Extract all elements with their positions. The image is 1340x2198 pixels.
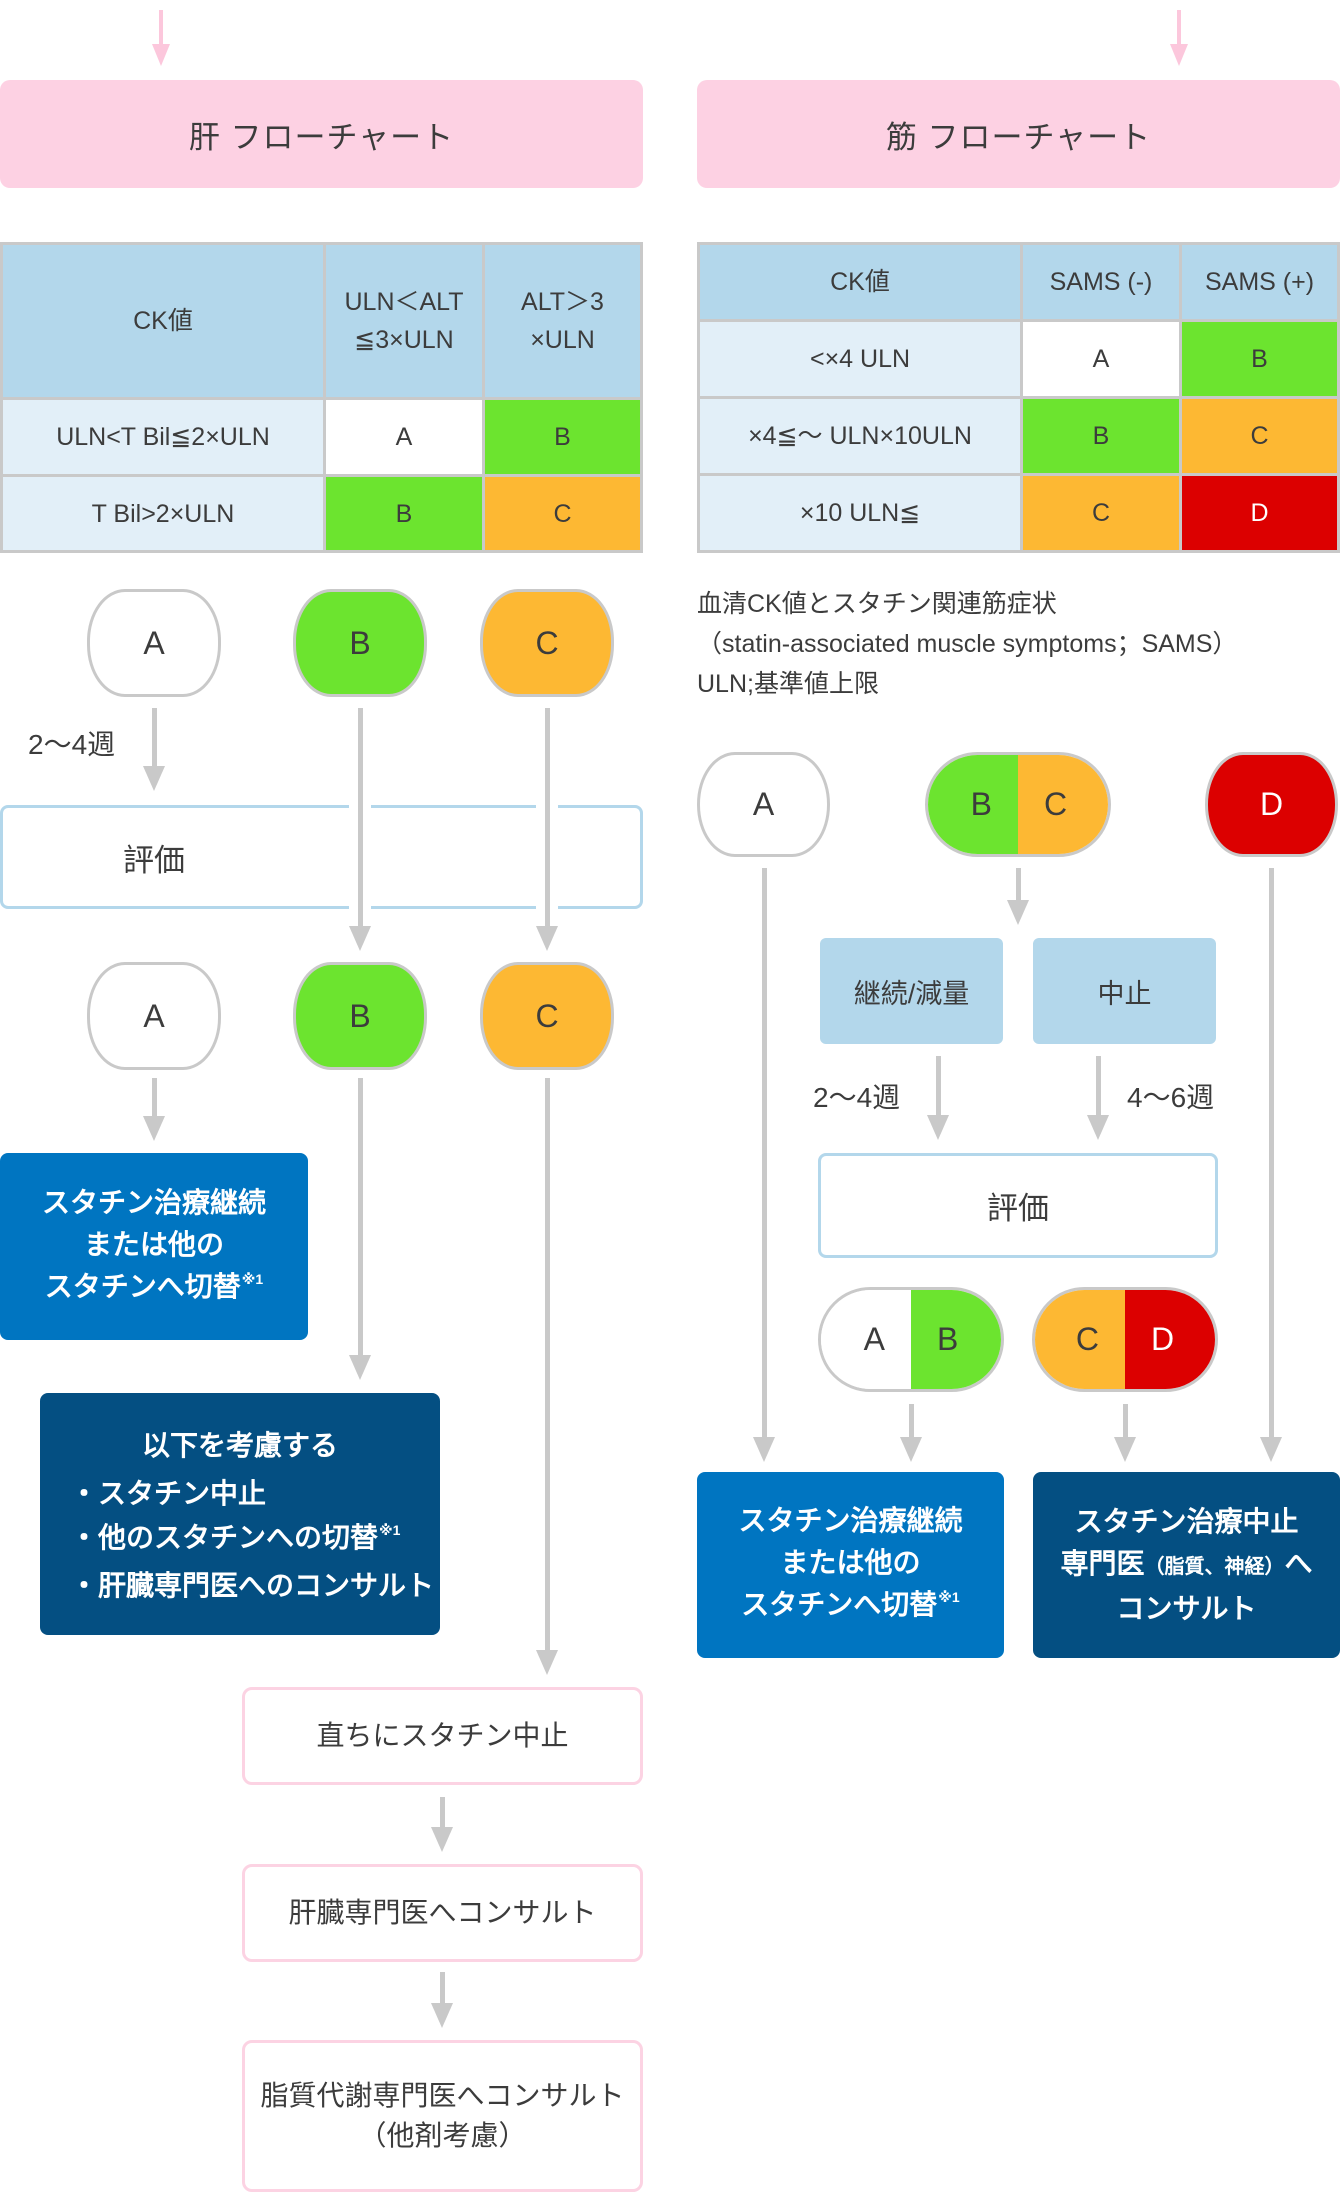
outcome-line: コンサルト [1116, 1592, 1257, 1624]
table-grade-cell: C [1182, 399, 1337, 473]
table-grade-cell: C [485, 477, 640, 550]
table-grade-cell: D [1182, 476, 1337, 550]
table-header-alt-high: ALT＞3 ×ULN [485, 245, 640, 397]
pill-half-b: B [928, 755, 1018, 854]
table-grade-cell: C [1023, 476, 1179, 550]
muscle-continue-statin-box: スタチン治療継続 または他の スタチンへ切替※1 [697, 1472, 1004, 1658]
consider-item: ・肝臓専門医へのコンサルト [70, 1564, 434, 1608]
consider-item: ・スタチン中止 [70, 1472, 434, 1516]
muscle-interval-label-discontinue: 4〜6週 [1127, 1082, 1215, 1113]
outcome-line: スタチンへ切替※1 [45, 1266, 263, 1312]
table-row-label: <×4 ULN [700, 322, 1020, 396]
liver-evaluation-box: 評価 [0, 805, 643, 909]
liver-reassessed-c-pill: C [480, 962, 614, 1070]
muscle-grade-a-pill: A [697, 752, 830, 857]
table-grade-cell: B [1023, 399, 1179, 473]
liver-grade-b-pill: B [293, 589, 427, 697]
liver-consider-box: 以下を考慮する ・スタチン中止 ・他のスタチンへの切替※1 ・肝臓専門医へのコン… [40, 1393, 440, 1635]
liver-grade-a-pill: A [87, 589, 221, 697]
consider-item-text: ・スタチン中止 [70, 1478, 267, 1509]
pill-half-c: C [1018, 755, 1108, 854]
outcome-line-text: スタチンへ切替 [741, 1589, 938, 1620]
step-line: 脂質代謝専門医へコンサルト [260, 2080, 625, 2111]
step-line: （他剤考慮） [358, 2120, 527, 2151]
consider-item-text: ・他のスタチンへの切替 [70, 1522, 379, 1553]
muscle-grade-table: CK値 SAMS (-) SAMS (+) <×4 ULN A B ×4≦〜 U… [697, 242, 1340, 553]
table-row-label: ULN<T Bil≦2×ULN [3, 400, 323, 474]
pill-half-b: B [911, 1290, 1001, 1389]
muscle-evaluation-box: 評価 [818, 1153, 1218, 1258]
muscle-stop-statin-box: スタチン治療中止 専門医（脂質、神経）へ コンサルト [1033, 1472, 1340, 1658]
pill-half-d: D [1125, 1290, 1215, 1389]
muscle-grade-d-pill: D [1205, 752, 1338, 857]
outcome-line-text: へ [1284, 1547, 1313, 1579]
legend-line: （statin-associated muscle symptoms；SAMS） [697, 630, 1238, 658]
outcome-line: または他の [83, 1228, 224, 1260]
action-continue-reduce: 継続/減量 [820, 938, 1003, 1044]
outcome-line: スタチンへ切替※1 [741, 1584, 959, 1630]
liver-step-lipid-specialist-consult: 脂質代謝専門医へコンサルト （他剤考慮） [242, 2040, 643, 2192]
table-grade-cell: A [1023, 322, 1179, 396]
muscle-grade-bc-pill: B C [925, 752, 1111, 857]
table-grade-cell: B [1182, 322, 1337, 396]
outcome-line: スタチン治療継続 [738, 1505, 963, 1536]
liver-reassessed-a-pill: A [87, 962, 221, 1070]
liver-interval-label: 2〜4週 [28, 729, 116, 760]
outcome-line: スタチン治療継続 [41, 1186, 266, 1218]
muscle-grade-cd-pill: C D [1032, 1287, 1218, 1392]
legend-line: 血清CK値とスタチン関連筋症状 [697, 590, 1057, 618]
consider-item-text: ・肝臓専門医へのコンサルト [70, 1570, 435, 1601]
action-discontinue: 中止 [1033, 938, 1216, 1044]
table-grade-cell: B [485, 400, 640, 474]
table-header-sams-negative: SAMS (-) [1023, 245, 1179, 319]
outcome-line-text: スタチンへ切替 [44, 1270, 241, 1302]
outcome-line: 専門医（脂質、神経）へ [1060, 1543, 1312, 1588]
header-line: ULN＜ALT [344, 288, 464, 316]
table-header-sams-positive: SAMS (+) [1182, 245, 1337, 319]
muscle-flowchart-header: 筋 フローチャート [697, 80, 1340, 188]
footnote-marker: ※1 [379, 1522, 401, 1538]
consider-list: ・スタチン中止 ・他のスタチンへの切替※1 ・肝臓専門医へのコンサルト [40, 1472, 434, 1608]
muscle-grade-ab-pill: A B [818, 1287, 1004, 1392]
table-row-label: T Bil>2×ULN [3, 477, 323, 550]
table-header-ck: CK値 [700, 245, 1020, 319]
header-line: ×ULN [530, 326, 595, 354]
evaluation-label: 評価 [123, 842, 185, 878]
pill-half-a: A [821, 1290, 911, 1389]
consider-item: ・他のスタチンへの切替※1 [70, 1516, 434, 1564]
evaluation-label: 評価 [987, 1191, 1049, 1226]
liver-step-hepatologist-consult: 肝臓専門医へコンサルト [242, 1864, 643, 1962]
table-header-ck: CK値 [3, 245, 323, 397]
pill-half-c: C [1035, 1290, 1125, 1389]
table-row-label: ×10 ULN≦ [700, 476, 1020, 550]
outcome-line: または他の [780, 1547, 921, 1578]
liver-reassessed-b-pill: B [293, 962, 427, 1070]
liver-grade-c-pill: C [480, 589, 614, 697]
step-line: 直ちにスタチン中止 [316, 1720, 569, 1751]
liver-grade-table: CK値 ULN＜ALT ≦3×ULN ALT＞3 ×ULN ULN<T Bil≦… [0, 242, 643, 553]
specialty-note: （脂質、神経） [1144, 1555, 1285, 1578]
table-header-alt-mid: ULN＜ALT ≦3×ULN [326, 245, 482, 397]
table-grade-cell: B [326, 477, 482, 550]
legend-line: ULN;基準値上限 [697, 670, 879, 698]
header-line: ≦3×ULN [354, 326, 454, 354]
consider-title: 以下を考慮する [141, 1430, 338, 1461]
muscle-table-legend: 血清CK値とスタチン関連筋症状 （statin-associated muscl… [697, 584, 1237, 704]
step-line: 肝臓専門医へコンサルト [288, 1897, 597, 1928]
liver-flowchart-header: 肝 フローチャート [0, 80, 643, 188]
table-row-label: ×4≦〜 ULN×10ULN [700, 399, 1020, 473]
liver-continue-statin-box: スタチン治療継続 または他の スタチンへ切替※1 [0, 1153, 308, 1340]
outcome-line: スタチン治療中止 [1074, 1505, 1299, 1537]
footnote-marker: ※1 [241, 1270, 264, 1287]
outcome-line-text: 専門医 [1060, 1547, 1145, 1579]
footnote-marker: ※1 [938, 1589, 960, 1605]
header-line: ALT＞3 [521, 288, 604, 316]
liver-step-stop-immediately: 直ちにスタチン中止 [242, 1687, 643, 1785]
muscle-interval-label-continue: 2〜4週 [813, 1082, 901, 1113]
table-grade-cell: A [326, 400, 482, 474]
